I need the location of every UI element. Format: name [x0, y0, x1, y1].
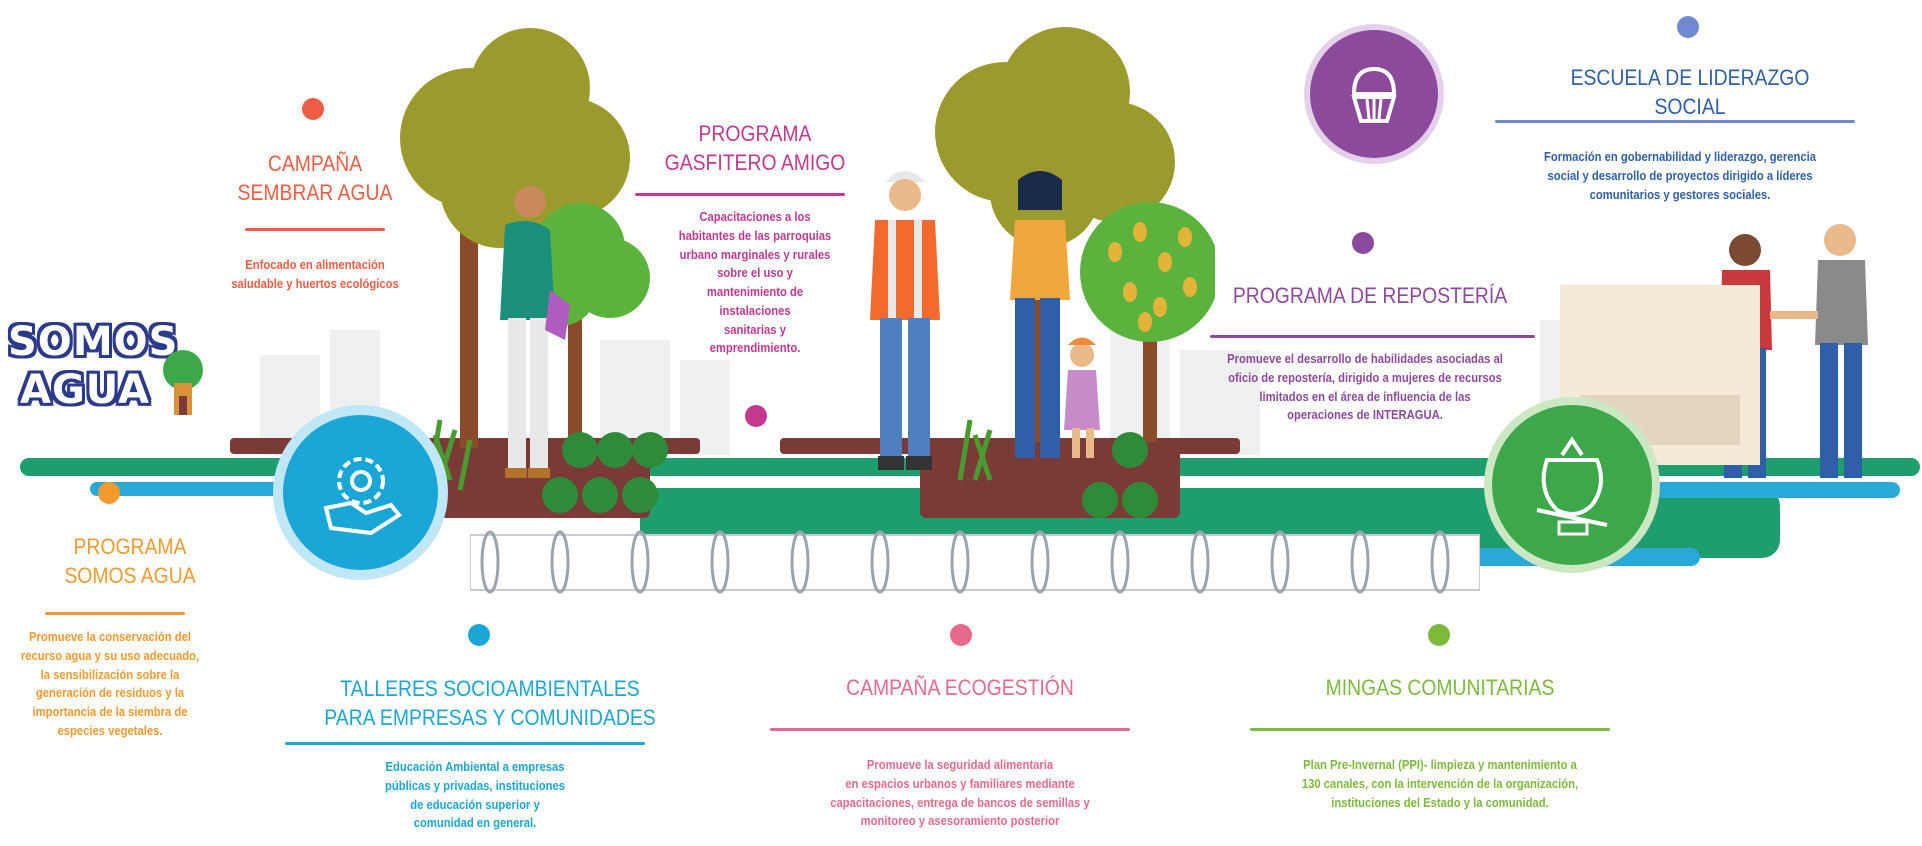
- liderazgo-desc-line: social y desarrollo de proyectos dirigid…: [1547, 168, 1813, 183]
- gasfitero-desc-line: sobre el uso y: [717, 266, 793, 281]
- somos-agua-desc: Promueve la conservación del recurso agu…: [16, 628, 205, 741]
- plants-illustration-left: [427, 419, 668, 513]
- somos-agua-title-line-1: PROGRAMA: [73, 534, 187, 559]
- gasfitero-rule: [635, 193, 845, 196]
- gasfitero-desc-line: habitantes de las parroquias: [678, 228, 832, 243]
- logo-line-1: SOMOS: [8, 319, 179, 365]
- liderazgo-desc-line: comunitarios y gestores sociales.: [1589, 187, 1771, 202]
- ecogestion-title-text: CAMPAÑA ECOGESTIÓN: [846, 675, 1074, 700]
- reposteria-desc-line: operaciones de INTERAGUA.: [1287, 408, 1443, 423]
- mingas-title: MINGAS COMUNITARIAS: [1317, 674, 1563, 703]
- plants-illustration-right: [957, 419, 1158, 518]
- gasfitero-desc-line: instalaciones: [719, 303, 791, 318]
- ecogestion-title: CAMPAÑA ECOGESTIÓN: [846, 674, 1075, 703]
- sembrar-desc: Enfocado en alimentación saludable y hue…: [212, 256, 419, 294]
- liderazgo-rule: [1495, 120, 1855, 123]
- reposteria-circle: [1310, 30, 1438, 158]
- somos-agua-title: PROGRAMA SOMOS AGUA: [42, 533, 218, 590]
- gasfitero-dot: [745, 405, 767, 427]
- liderazgo-desc: Formación en gobernabilidad y liderazgo,…: [1536, 148, 1824, 204]
- mingas-circle: [1492, 405, 1652, 565]
- ecogestion-desc-line: Promueve la seguridad alimentaria: [866, 758, 1054, 772]
- gasfitero-desc-line: emprendimiento.: [709, 341, 801, 356]
- garbage-bags-icon: [1536, 436, 1608, 536]
- logo-tree-icon: [163, 350, 203, 415]
- liderazgo-desc-line: Formación en gobernabilidad y liderazgo,…: [1544, 150, 1816, 164]
- reposteria-dot: [1352, 232, 1374, 254]
- talleres-title: TALLERES SOCIOAMBIENTALES PARA EMPRESAS …: [323, 675, 657, 732]
- somos-agua-desc-line: recurso agua y su uso adecuado,: [20, 648, 200, 663]
- reposteria-rule: [1210, 335, 1535, 338]
- mother-child-illustration: [1010, 171, 1100, 458]
- ecogestion-desc-line: en espacios urbanos y familiares mediant…: [845, 776, 1075, 791]
- gasfitero-desc-line: sanitarias y: [724, 322, 786, 337]
- reposteria-desc: Promueve el desarrollo de habilidades as…: [1212, 350, 1518, 425]
- sembrar-title-line-2: SEMBRAR AGUA: [237, 179, 393, 205]
- somos-agua-rule: [45, 612, 185, 615]
- mingas-title-text: MINGAS COMUNITARIAS: [1325, 675, 1555, 700]
- talleres-desc-line: públicas y privadas, instituciones: [384, 778, 566, 793]
- mingas-desc-line: Plan Pre-Invernal (PPI)- limpieza y mant…: [1303, 758, 1577, 772]
- logo-line-2: AGUA: [20, 367, 150, 413]
- sembrar-desc-line: saludable y huertos ecológicos: [231, 276, 399, 291]
- mingas-rule: [1250, 728, 1610, 731]
- ecogestion-desc-line: monitoreo y asesoramiento posterior: [860, 814, 1060, 829]
- sembrar-desc-line: Enfocado en alimentación: [245, 258, 385, 272]
- talleres-title-line-1: TALLERES SOCIOAMBIENTALES: [340, 676, 640, 701]
- reposteria-title-text: PROGRAMA DE REPOSTERÍA: [1232, 283, 1508, 308]
- sembrar-title-line-1: CAMPAÑA: [267, 151, 363, 176]
- reposteria-desc-line: oficio de repostería, dirigido a mujeres…: [1228, 370, 1502, 385]
- pipe-illustration: [470, 530, 1480, 594]
- gasfitero-desc: Capacitaciones a los habitantes de las p…: [661, 208, 850, 358]
- ecogestion-dot: [950, 624, 972, 646]
- somos-agua-desc-line: generación de residuos y la: [35, 686, 185, 701]
- talleres-dot: [468, 624, 490, 646]
- somos-agua-dot: [98, 482, 120, 504]
- sembrar-title: CAMPAÑA SEMBRAR AGUA: [214, 150, 416, 207]
- gasfitero-desc-line: urbano marginales y rurales: [679, 247, 831, 262]
- mingas-desc-line: 130 canales, con la intervención de la o…: [1301, 776, 1579, 791]
- gasfitero-desc-line: Capacitaciones a los: [699, 210, 811, 224]
- reposteria-title: PROGRAMA DE REPOSTERÍA: [1229, 282, 1511, 311]
- worker-illustration: [870, 171, 940, 470]
- talleres-desc-line: comunidad en general.: [413, 816, 537, 831]
- gasfitero-title-line-1: PROGRAMA: [698, 121, 812, 146]
- talleres-title-line-2: PARA EMPRESAS Y COMUNIDADES: [324, 704, 656, 730]
- somos-agua-desc-line: la sensibilización sobre la: [40, 667, 180, 682]
- somos-agua-desc-line: Promueve la conservación del: [29, 630, 191, 644]
- talleres-desc: Educación Ambiental a empresas públicas …: [372, 758, 579, 833]
- gasfitero-title-line-2: GASFITERO AMIGO: [664, 149, 846, 175]
- somos-agua-logo: SOMOS AGUA: [8, 318, 208, 428]
- liderazgo-dot: [1677, 16, 1699, 38]
- somos-agua-title-line-2: SOMOS AGUA: [64, 562, 196, 588]
- ecogestion-desc: Promueve la seguridad alimentaria en esp…: [816, 756, 1104, 831]
- gasfitero-title: PROGRAMA GASFITERO AMIGO: [654, 120, 856, 177]
- talleres-desc-line: de educación superior y: [410, 797, 540, 812]
- reposteria-desc-line: limitados en el área de influencia de la…: [1259, 389, 1471, 404]
- mingas-dot: [1428, 624, 1450, 646]
- sembrar-dot: [302, 98, 324, 120]
- sembrar-rule: [245, 228, 385, 231]
- cupcake-icon: [1351, 66, 1397, 123]
- gasfitero-desc-line: mantenimiento de: [706, 285, 804, 299]
- mingas-desc: Plan Pre-Invernal (PPI)- limpieza y mant…: [1296, 756, 1584, 812]
- mingas-desc-line: instituciones del Estado y la comunidad.: [1331, 795, 1549, 810]
- person-watering-illustration: [500, 186, 570, 478]
- liderazgo-title-text: ESCUELA DE LIDERAZGO SOCIAL: [1570, 65, 1810, 119]
- talleres-desc-line: Educación Ambiental a empresas: [385, 760, 565, 774]
- liderazgo-title: ESCUELA DE LIDERAZGO SOCIAL: [1549, 64, 1831, 121]
- tree-illustration-left: [400, 28, 650, 448]
- talleres-rule: [285, 742, 645, 745]
- ground-band-blue-right: [1600, 482, 1900, 498]
- talleres-circle: [283, 415, 438, 570]
- ecogestion-rule: [770, 728, 1130, 731]
- reposteria-desc-line: Promueve el desarrollo de habilidades as…: [1227, 352, 1503, 366]
- handshake-gear-icon: [323, 456, 402, 535]
- building-illustration: [1560, 285, 1760, 465]
- somos-agua-desc-line: importancia de la siembra de: [32, 705, 188, 719]
- somos-agua-desc-line: especies vegetales.: [57, 723, 163, 738]
- ecogestion-desc-line: capacitaciones, entrega de bancos de sem…: [830, 795, 1090, 810]
